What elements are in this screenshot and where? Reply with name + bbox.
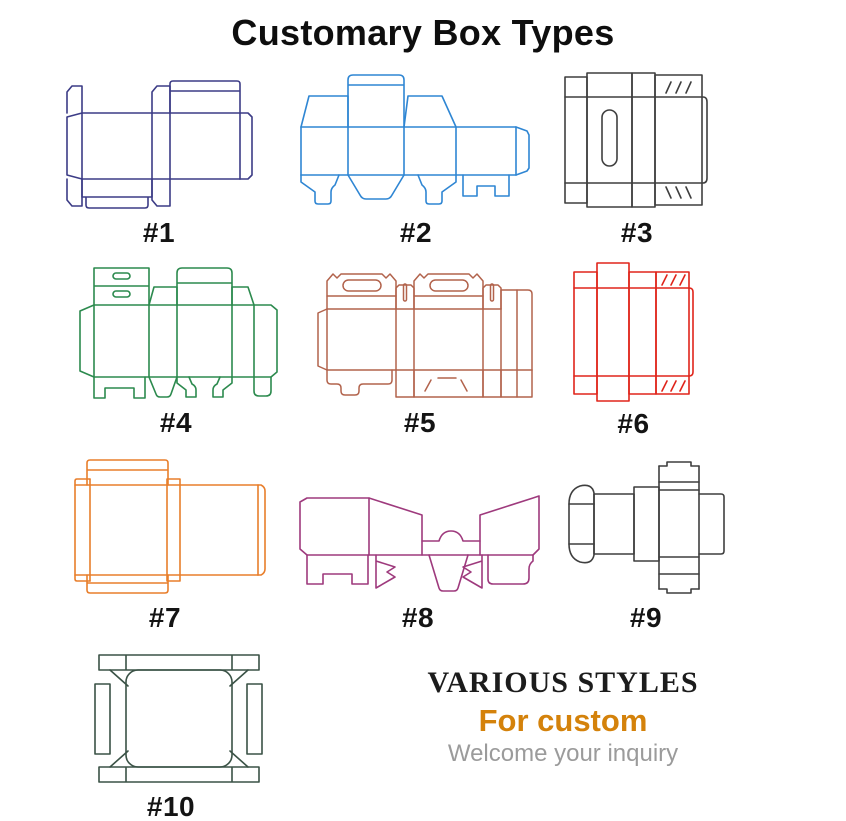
- box-item-10: #10: [76, 650, 266, 821]
- box-item-3: #3: [562, 72, 712, 249]
- footer-subheading: For custom: [478, 702, 648, 738]
- box-item-2: #2: [296, 70, 536, 249]
- page-title: Customary Box Types: [231, 12, 615, 53]
- box-4-dieline-drawing: [79, 267, 278, 399]
- box-label: #1: [142, 217, 176, 248]
- footer-promo: VARIOUS STYLES For custom Welcome your i…: [398, 666, 728, 769]
- box-10-dieline-drawing: [94, 654, 263, 783]
- footer-heading: VARIOUS STYLES: [427, 666, 699, 699]
- box-1-dieline-drawing: [66, 80, 253, 209]
- footer-tagline: Welcome your inquiry: [447, 740, 679, 768]
- box-item-9: #9: [566, 457, 726, 634]
- box-label: #3: [620, 217, 654, 248]
- box-label: #8: [401, 602, 435, 633]
- box-9-dieline-drawing: [568, 461, 725, 594]
- box-label: #5: [403, 407, 437, 438]
- box-3-dieline-drawing: [564, 72, 708, 208]
- box-item-8: #8: [292, 482, 544, 634]
- box-7-dieline-drawing: [74, 459, 266, 594]
- box-6-dieline-drawing: [573, 262, 694, 402]
- box-item-7: #8 #7: [60, 457, 270, 634]
- box-2-dieline-drawing: [300, 74, 530, 205]
- box-label: #7: [148, 602, 182, 633]
- box-5-dieline-drawing: [317, 273, 533, 398]
- box-item-6: #6: [572, 258, 695, 440]
- box-label: #9: [629, 602, 663, 633]
- box-item-1: #1: [62, 80, 256, 249]
- box-label: #4: [159, 407, 193, 438]
- box-item-5: #5: [304, 260, 536, 439]
- box-label: #2: [399, 217, 433, 248]
- box-8-dieline-drawing: [299, 495, 540, 592]
- box-label: #6: [617, 408, 650, 439]
- box-label: #10: [146, 791, 196, 821]
- box-item-4: #4: [72, 260, 280, 439]
